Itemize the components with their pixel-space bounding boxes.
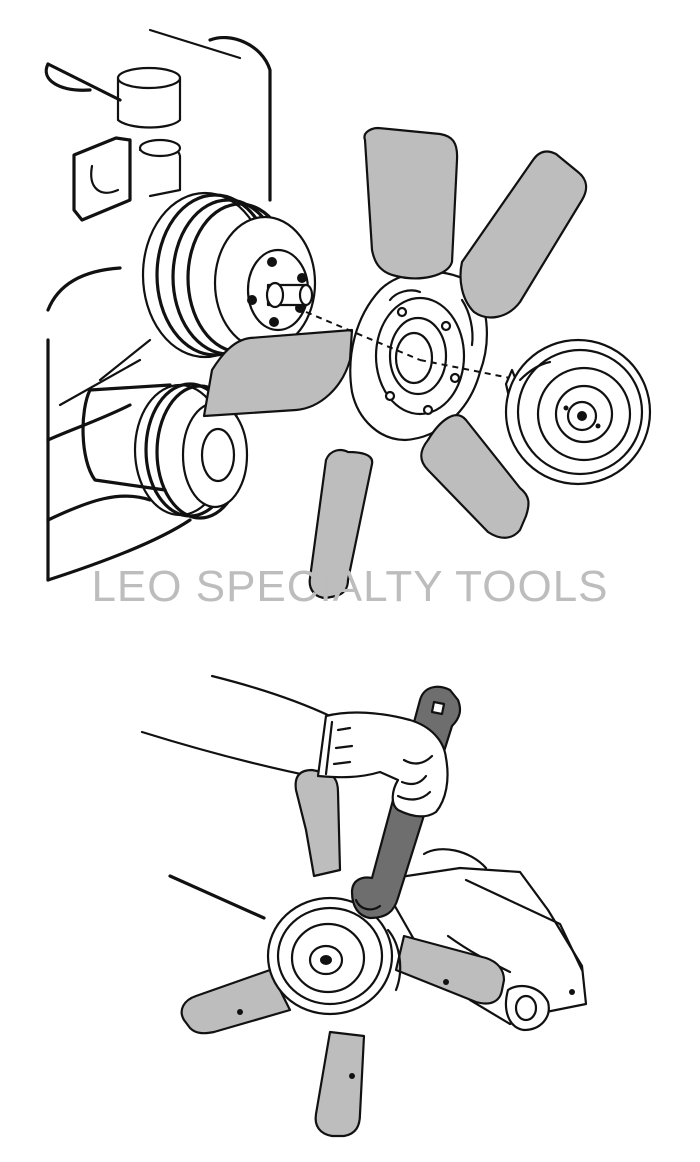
fan-blades <box>202 126 588 600</box>
fan-blade <box>459 150 588 319</box>
fan-blade <box>308 449 374 600</box>
gloved-hand <box>316 711 449 818</box>
arm <box>140 674 332 780</box>
fan-assembly-drawing <box>44 28 652 600</box>
engine-bracket <box>378 848 588 1032</box>
fan-blade <box>202 328 354 418</box>
fan-blade <box>394 934 506 1005</box>
water-pump-pulley <box>141 191 317 359</box>
fan-blade <box>363 126 459 280</box>
fan-clutch-removal-illustration <box>0 640 700 1162</box>
fan-clutch-lower <box>266 896 402 1016</box>
fan-assembly-illustration <box>44 28 652 600</box>
fan-clutch <box>504 338 652 486</box>
fan-clutch-removal-drawing <box>140 674 588 1138</box>
fan-hub <box>349 270 488 442</box>
alignment-lines <box>305 311 521 381</box>
fan-blade <box>314 1030 366 1138</box>
fan-blades-lower <box>168 768 506 1138</box>
crankshaft-pulley <box>81 382 249 520</box>
fan-blade-edge <box>168 874 266 920</box>
engine-block <box>44 28 272 582</box>
fan-blade <box>294 768 342 878</box>
fan-blade <box>420 414 530 539</box>
fan-blade <box>180 968 292 1035</box>
